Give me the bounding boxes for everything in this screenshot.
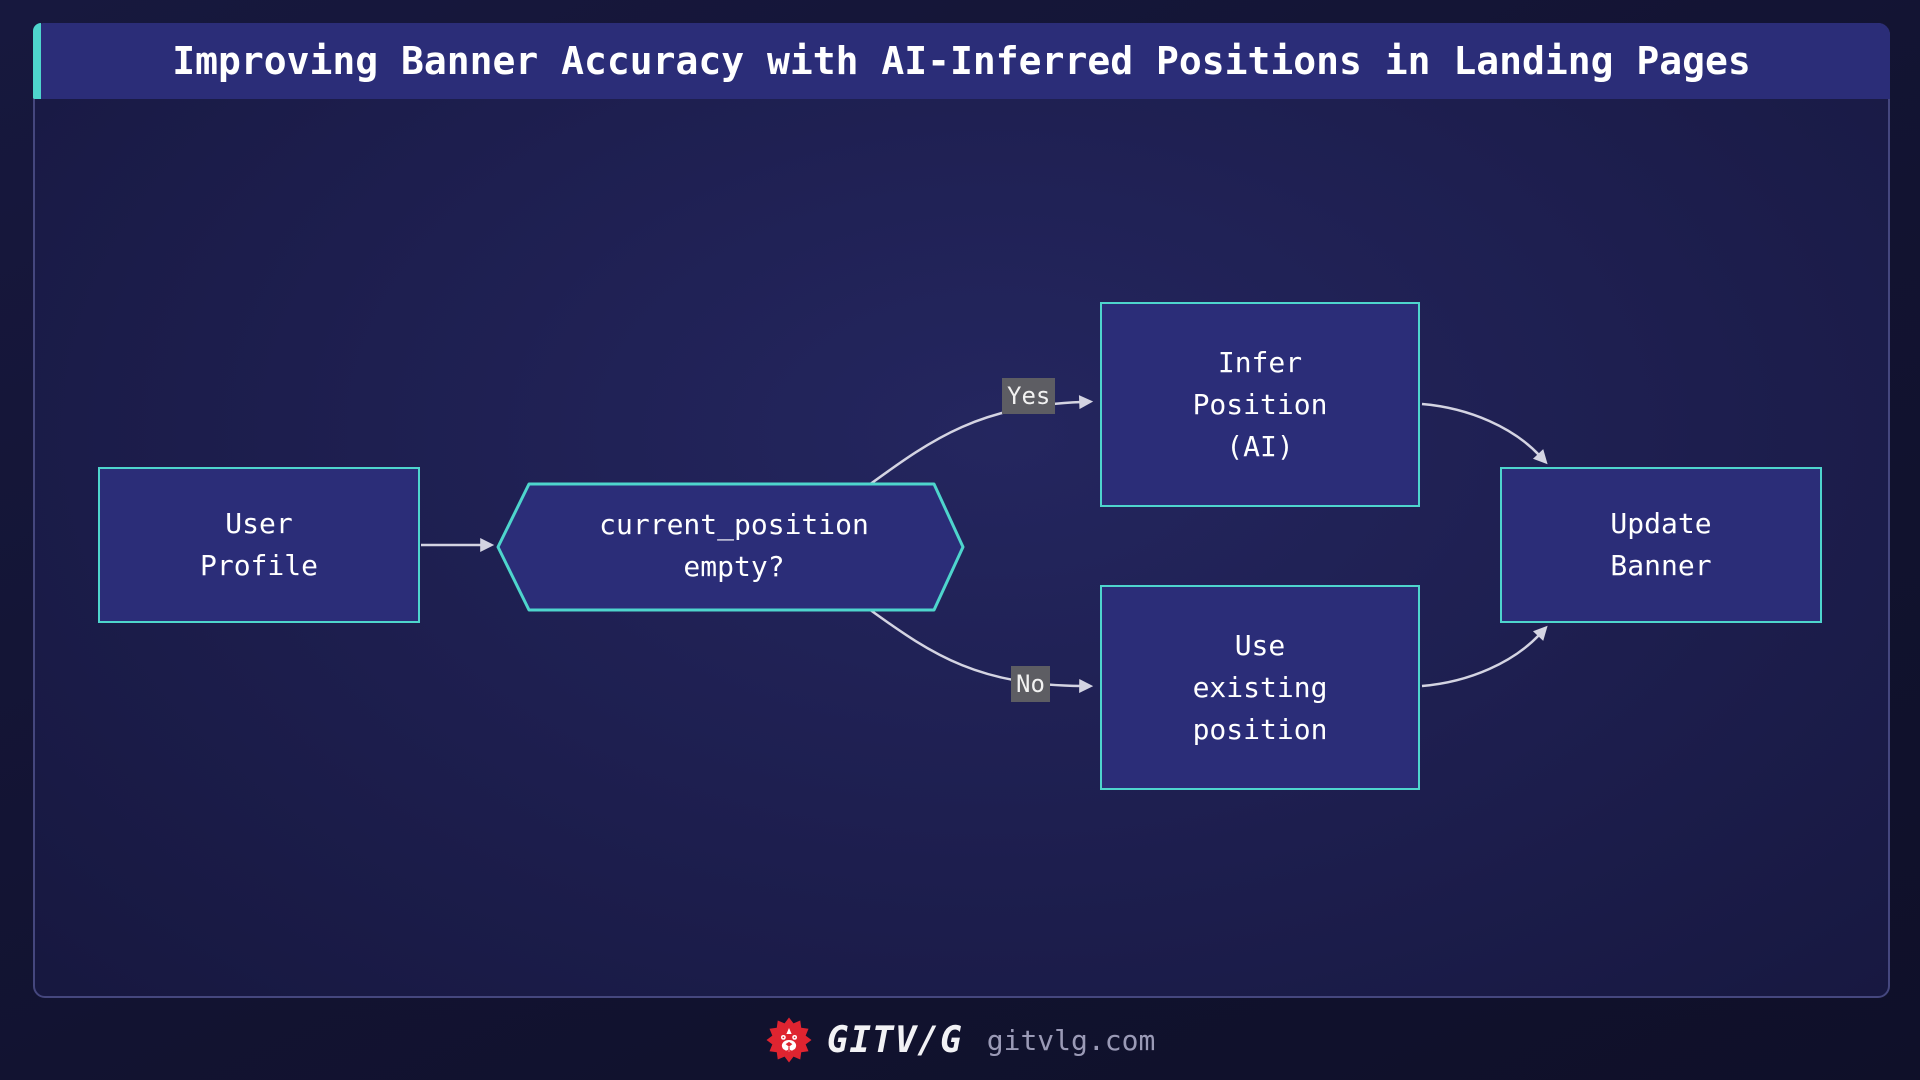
- node-label-line: empty?: [683, 550, 785, 583]
- node-label-line: Position: [1192, 387, 1328, 421]
- site-url: gitvlg.com: [986, 1023, 1156, 1057]
- title-bar: Improving Banner Accuracy with AI-Inferr…: [33, 23, 1890, 99]
- node-label-line: current_position: [599, 508, 869, 541]
- node-label-line: Infer: [1217, 345, 1303, 379]
- edge-label-yes: Yes: [1002, 378, 1056, 414]
- node-label-line: User: [225, 507, 293, 540]
- node-label-line: Use: [1234, 628, 1286, 662]
- title-accent-bar: [33, 23, 41, 99]
- node-use-existing: Use existing position: [1100, 585, 1420, 790]
- edge-label-no: No: [1011, 666, 1050, 702]
- node-label-line: position: [1192, 712, 1328, 746]
- node-label-line: existing: [1192, 670, 1328, 704]
- node-update-banner: Update Banner: [1500, 467, 1822, 623]
- node-decision-label: current_position empty?: [505, 504, 963, 588]
- node-label-line: Profile: [199, 549, 318, 582]
- node-label-line: Banner: [1610, 549, 1712, 582]
- node-label-line: (AI): [1226, 429, 1294, 463]
- node-user-profile: User Profile: [98, 467, 420, 623]
- node-label-line: Update: [1610, 507, 1712, 540]
- brand-name: GITV/G: [826, 1019, 963, 1061]
- node-infer-position: Infer Position (AI): [1100, 302, 1420, 507]
- page-title: Improving Banner Accuracy with AI-Inferr…: [172, 39, 1751, 83]
- footer: GITV/G gitvlg.com: [0, 1012, 1920, 1068]
- lion-icon: [766, 1017, 812, 1063]
